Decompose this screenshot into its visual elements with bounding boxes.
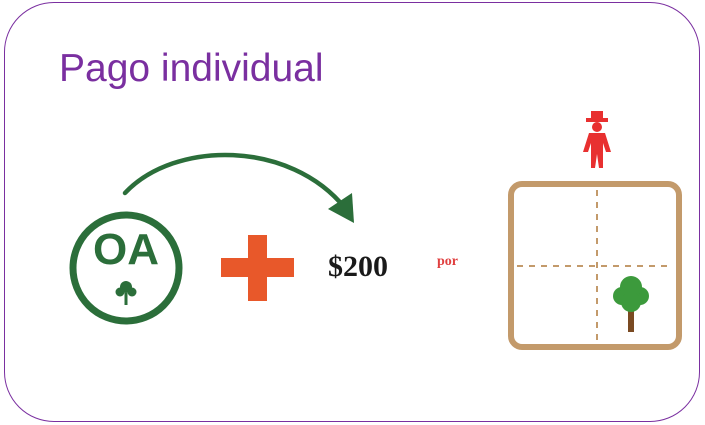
plus-icon: [221, 235, 294, 301]
tree-icon: [613, 276, 649, 332]
oa-badge: OA: [69, 211, 183, 325]
transfer-arrow-icon: [122, 152, 354, 223]
oa-label: OA: [93, 225, 159, 274]
land-plot: [508, 181, 682, 350]
amount-label: $200: [328, 250, 388, 283]
tree-icon: [115, 281, 137, 305]
person-icon: [583, 111, 611, 168]
per-label: por: [437, 254, 458, 269]
page-title: Pago individual: [59, 47, 324, 90]
